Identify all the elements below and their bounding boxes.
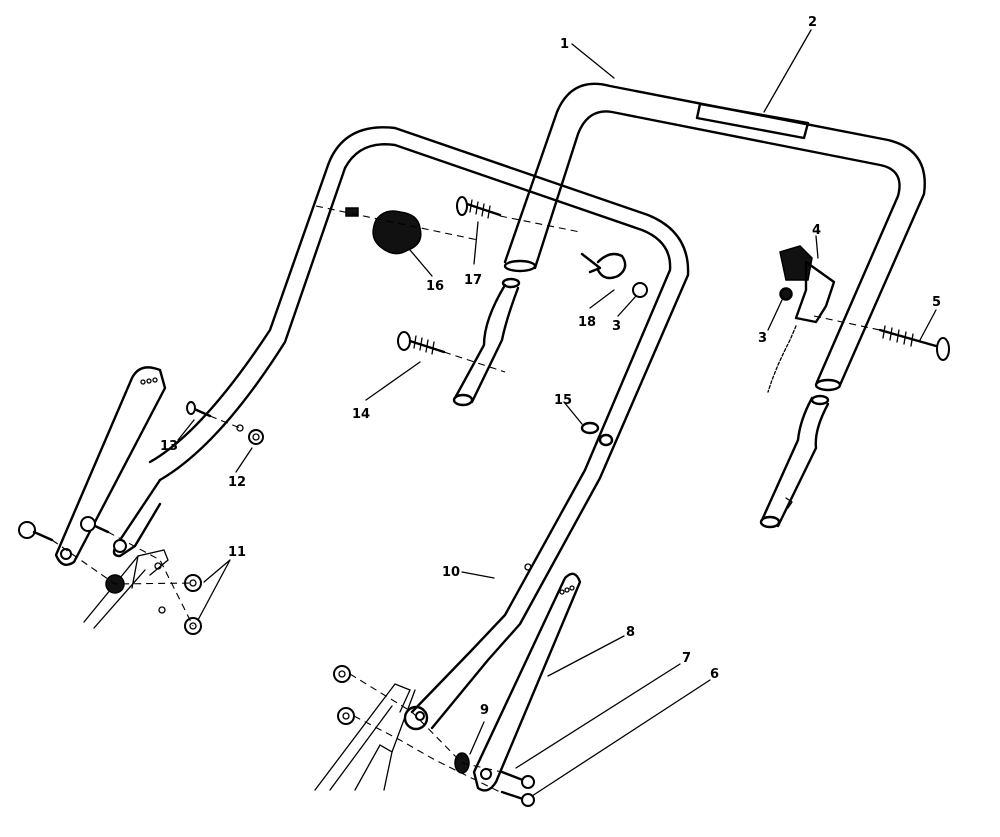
nut-3-switch: [780, 288, 792, 300]
callout-14: 14: [352, 407, 370, 422]
callout-16: 16: [426, 279, 444, 294]
callout-1: 1: [560, 37, 569, 52]
bolt-6: [500, 790, 535, 807]
side-bracket-left: [54, 366, 167, 566]
callout-10: 10: [442, 565, 460, 580]
nuts-11: [154, 562, 202, 635]
callout-15: 15: [554, 393, 572, 408]
bolt-left-inner: [80, 516, 110, 534]
callout-18: 18: [578, 315, 596, 330]
nuts-right-deck: [333, 665, 355, 725]
callout-9: 9: [480, 703, 489, 718]
callout-3-cable-guide: 3: [612, 319, 621, 334]
bolt-left-outer: [18, 521, 54, 542]
assembly-lines: [51, 205, 881, 793]
callout-5: 5: [932, 295, 941, 310]
carriage-bolt-17: [456, 196, 502, 219]
upper-handle-lower-right-tube: [759, 394, 830, 529]
pin-13: [186, 401, 212, 418]
callout-labels: 1 2 3 3 4 5 6 7 8 9 10 11 12 13 14 15 16…: [160, 15, 941, 718]
callout-17: 17: [464, 273, 482, 288]
callout-13: 13: [160, 439, 178, 454]
deck-mount-left: [83, 549, 169, 629]
nut-12: [248, 429, 264, 445]
callout-8: 8: [626, 625, 635, 640]
callout-4: 4: [812, 223, 821, 238]
control-switch: [767, 245, 836, 393]
handle-knob: [345, 207, 422, 255]
upper-handle-lower-left-tube: [452, 277, 521, 407]
leader-lines: [177, 29, 937, 797]
cable-guide: [580, 252, 648, 298]
bolt-7: [500, 770, 535, 789]
deck-mount-right: [314, 683, 416, 791]
carriage-bolt-14: [397, 331, 446, 355]
callout-6: 6: [710, 667, 719, 682]
callout-3-switch: 3: [758, 331, 767, 346]
side-bracket-right: [472, 572, 582, 792]
bolt-5: [878, 325, 950, 361]
callout-2: 2: [808, 15, 817, 30]
upper-handle: [503, 82, 926, 392]
callout-11: 11: [228, 545, 246, 560]
callout-7: 7: [682, 651, 691, 666]
clip-15: [580, 421, 614, 447]
callout-12: 12: [228, 475, 246, 490]
